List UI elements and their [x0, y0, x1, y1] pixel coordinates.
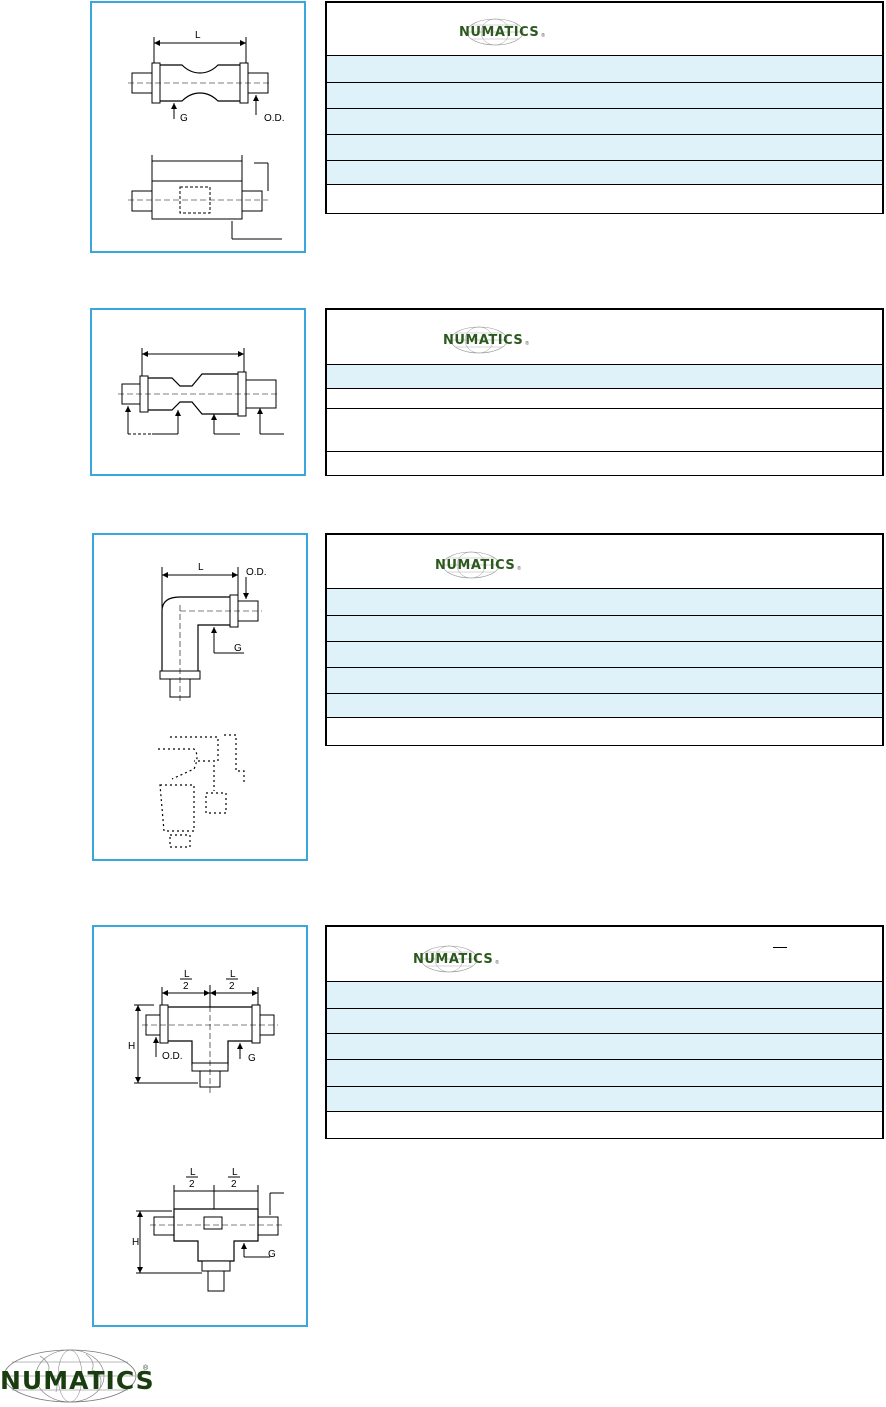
- dim-label-half-l: L: [230, 969, 236, 980]
- brand-name: NUMATICS: [443, 333, 524, 348]
- dim-label-half-l: L: [184, 969, 190, 980]
- table-row: [327, 161, 882, 185]
- dim-label-g: G: [248, 1053, 256, 1064]
- table-header: NUMATICS ®: [327, 310, 882, 365]
- dim-label-half-2: 2: [183, 981, 189, 992]
- table-row: [327, 589, 882, 616]
- brand-logo: NUMATICS ®: [443, 326, 529, 354]
- registered-mark: ®: [541, 33, 545, 39]
- table-row: [327, 185, 882, 213]
- dim-label-half-2: 2: [231, 1179, 237, 1190]
- spec-table-tee: NUMATICS ®: [325, 925, 884, 1139]
- elbow-drawing: L O.D. G: [158, 562, 267, 848]
- straight-union-drawing: L G O.D.: [128, 30, 285, 240]
- diagram-panel-tee: L 2 L 2 H O.D. G: [92, 925, 308, 1327]
- table-header: NUMATICS ®: [327, 927, 882, 982]
- dim-label-g: G: [234, 643, 242, 654]
- dim-label-od: O.D.: [264, 113, 285, 124]
- table-row: [327, 109, 882, 135]
- table-header: NUMATICS ®: [327, 3, 882, 56]
- dim-label-half-2: 2: [229, 981, 235, 992]
- diagram-panel-elbow: L O.D. G: [92, 533, 308, 861]
- table-row: [327, 1087, 882, 1112]
- table-row: [327, 642, 882, 668]
- brand-logo: NUMATICS ®: [413, 945, 499, 973]
- table-row: [327, 389, 882, 409]
- dim-label-half-l: L: [190, 1167, 196, 1178]
- globe-icon: [420, 945, 478, 973]
- brand-name: NUMATICS: [459, 25, 540, 40]
- header-rule: [773, 947, 787, 948]
- registered-mark: ®: [517, 566, 521, 572]
- table-row: [327, 668, 882, 694]
- globe-icon: [3, 1349, 137, 1403]
- footer-brand-name: NUMATICS: [0, 1366, 155, 1395]
- dim-label-h: H: [128, 1041, 135, 1052]
- dim-label-g: G: [180, 113, 188, 124]
- table-row: [327, 365, 882, 389]
- table-header: NUMATICS ®: [327, 535, 882, 589]
- table-row: [327, 694, 882, 718]
- table-row: [327, 1112, 882, 1138]
- registered-mark: ®: [525, 341, 529, 347]
- footer-registered-mark: ®: [143, 1365, 149, 1372]
- brand-logo: NUMATICS ®: [459, 18, 545, 46]
- dim-label-g: G: [268, 1249, 276, 1260]
- globe-icon: [466, 18, 524, 46]
- dim-label-l: L: [195, 30, 201, 41]
- dim-label-od: O.D.: [246, 567, 267, 578]
- table-row: [327, 409, 882, 452]
- footer-brand-logo: NUMATICS ®: [0, 1348, 160, 1403]
- dim-label-half-2: 2: [189, 1179, 195, 1190]
- brand-logo: NUMATICS ®: [435, 551, 521, 579]
- table-row: [327, 1060, 882, 1087]
- diagram-panel-reducer-union: [90, 308, 306, 476]
- brand-name: NUMATICS: [413, 952, 494, 967]
- brand-name: NUMATICS: [435, 558, 516, 573]
- registered-mark: ®: [495, 960, 499, 966]
- spec-table-reducer-union: NUMATICS ®: [325, 308, 884, 476]
- dim-label-h: H: [132, 1237, 139, 1248]
- table-row: [327, 135, 882, 161]
- globe-icon: [450, 326, 508, 354]
- table-row: [327, 616, 882, 642]
- table-row: [327, 982, 882, 1009]
- table-row: [327, 718, 882, 745]
- dim-label-l: L: [198, 562, 204, 573]
- table-row: [327, 83, 882, 109]
- dim-label-od: O.D.: [162, 1051, 183, 1062]
- reducer-union-drawing: [118, 348, 284, 435]
- table-row: [327, 56, 882, 83]
- globe-icon: [442, 551, 500, 579]
- table-row: [327, 1034, 882, 1060]
- dim-label-half-l: L: [232, 1167, 238, 1178]
- tee-drawing: L 2 L 2 H O.D. G: [128, 969, 284, 1292]
- spec-table-elbow: NUMATICS ®: [325, 533, 884, 746]
- table-row: [327, 452, 882, 475]
- table-row: [327, 1009, 882, 1034]
- diagram-panel-straight-union: L G O.D.: [90, 1, 306, 253]
- spec-table-straight-union: NUMATICS ®: [325, 1, 884, 214]
